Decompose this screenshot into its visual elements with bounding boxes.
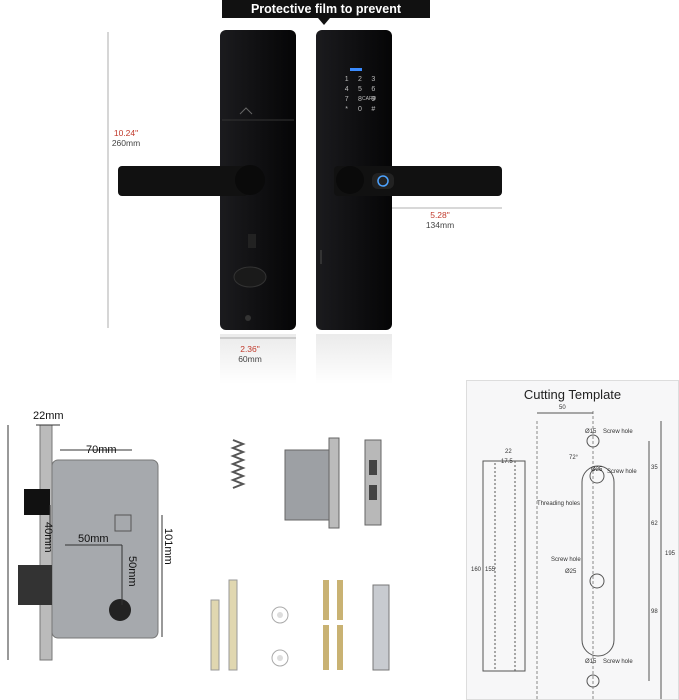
cylinder-hole (109, 599, 131, 621)
key-4[interactable]: 4 (344, 86, 349, 93)
template-screw-hole-4: Screw hole (603, 659, 633, 665)
mortise-50mm-v: 50mm (126, 556, 138, 587)
dead-bolt (18, 565, 52, 605)
template-phi15-bottom: Ø15 (585, 659, 597, 665)
template-threading: Threading holes (537, 501, 581, 507)
template-phi25-2: Ø25 (565, 569, 577, 575)
key-6[interactable]: 6 (371, 86, 376, 93)
template-22: 22 (505, 449, 512, 455)
key-0[interactable]: 0 (358, 106, 362, 113)
template-160: 160 (471, 567, 482, 573)
key-star[interactable]: * (345, 106, 349, 113)
template-phi25-1: Ø25 (591, 467, 603, 473)
template-angle: 72° (569, 455, 579, 461)
mortise-50mm-h: 50mm (78, 533, 109, 545)
template-155: 155 (485, 567, 496, 573)
template-phi15-top: Ø15 (585, 429, 597, 435)
accessories-image (210, 437, 390, 671)
template-50: 50 (559, 405, 566, 411)
latch-bolt (24, 489, 50, 515)
height-dimension: 10.24"260mm (111, 128, 141, 148)
template-screw-hole-2: Screw hole (607, 469, 637, 475)
card-label: CARD (362, 96, 377, 102)
depth-dimension: 5.28"134mm (425, 210, 455, 230)
mortise-70mm: 70mm (86, 444, 117, 456)
key-5[interactable]: 5 (358, 86, 362, 93)
mortise-40mm: 40mm (42, 522, 54, 553)
keypad[interactable]: 1 2 3 4 5 6 7 8 9 * 0 # (340, 76, 380, 113)
protective-film-banner: Protective film to prevent scratches (222, 0, 430, 34)
back-handle (118, 166, 248, 196)
template-screw-hole-3: Screw hole (551, 557, 581, 563)
template-62: 62 (651, 521, 658, 527)
fingerprint-sensor-icon (372, 173, 394, 189)
template-195: 195 (665, 551, 676, 557)
lock-front-back-image (107, 30, 502, 384)
template-98: 98 (651, 609, 658, 615)
key-8[interactable]: 8 (358, 96, 362, 103)
mortise-101mm: 101mm (162, 528, 174, 565)
mortise-diagram (7, 424, 163, 661)
mortise-22mm: 22mm (33, 410, 64, 422)
width-dimension: 2.36"60mm (238, 344, 262, 364)
key-7[interactable]: 7 (344, 96, 349, 103)
banner-arrow-icon (318, 18, 330, 25)
template-35: 35 (651, 465, 658, 471)
key-hash[interactable]: # (371, 106, 376, 113)
cutting-template: Cutting Template 50 22 17.5 Ø15 Screw ho… (466, 380, 679, 700)
keypad-led-icon (350, 68, 362, 71)
spring (230, 439, 246, 489)
template-17-5: 17.5 (501, 459, 513, 465)
template-title: Cutting Template (523, 387, 622, 402)
template-screw-hole-1: Screw hole (603, 429, 633, 435)
key-1[interactable]: 1 (344, 76, 349, 83)
key-3[interactable]: 3 (371, 76, 376, 83)
key-2[interactable]: 2 (358, 76, 362, 83)
key-9[interactable]: 9 (371, 96, 376, 103)
